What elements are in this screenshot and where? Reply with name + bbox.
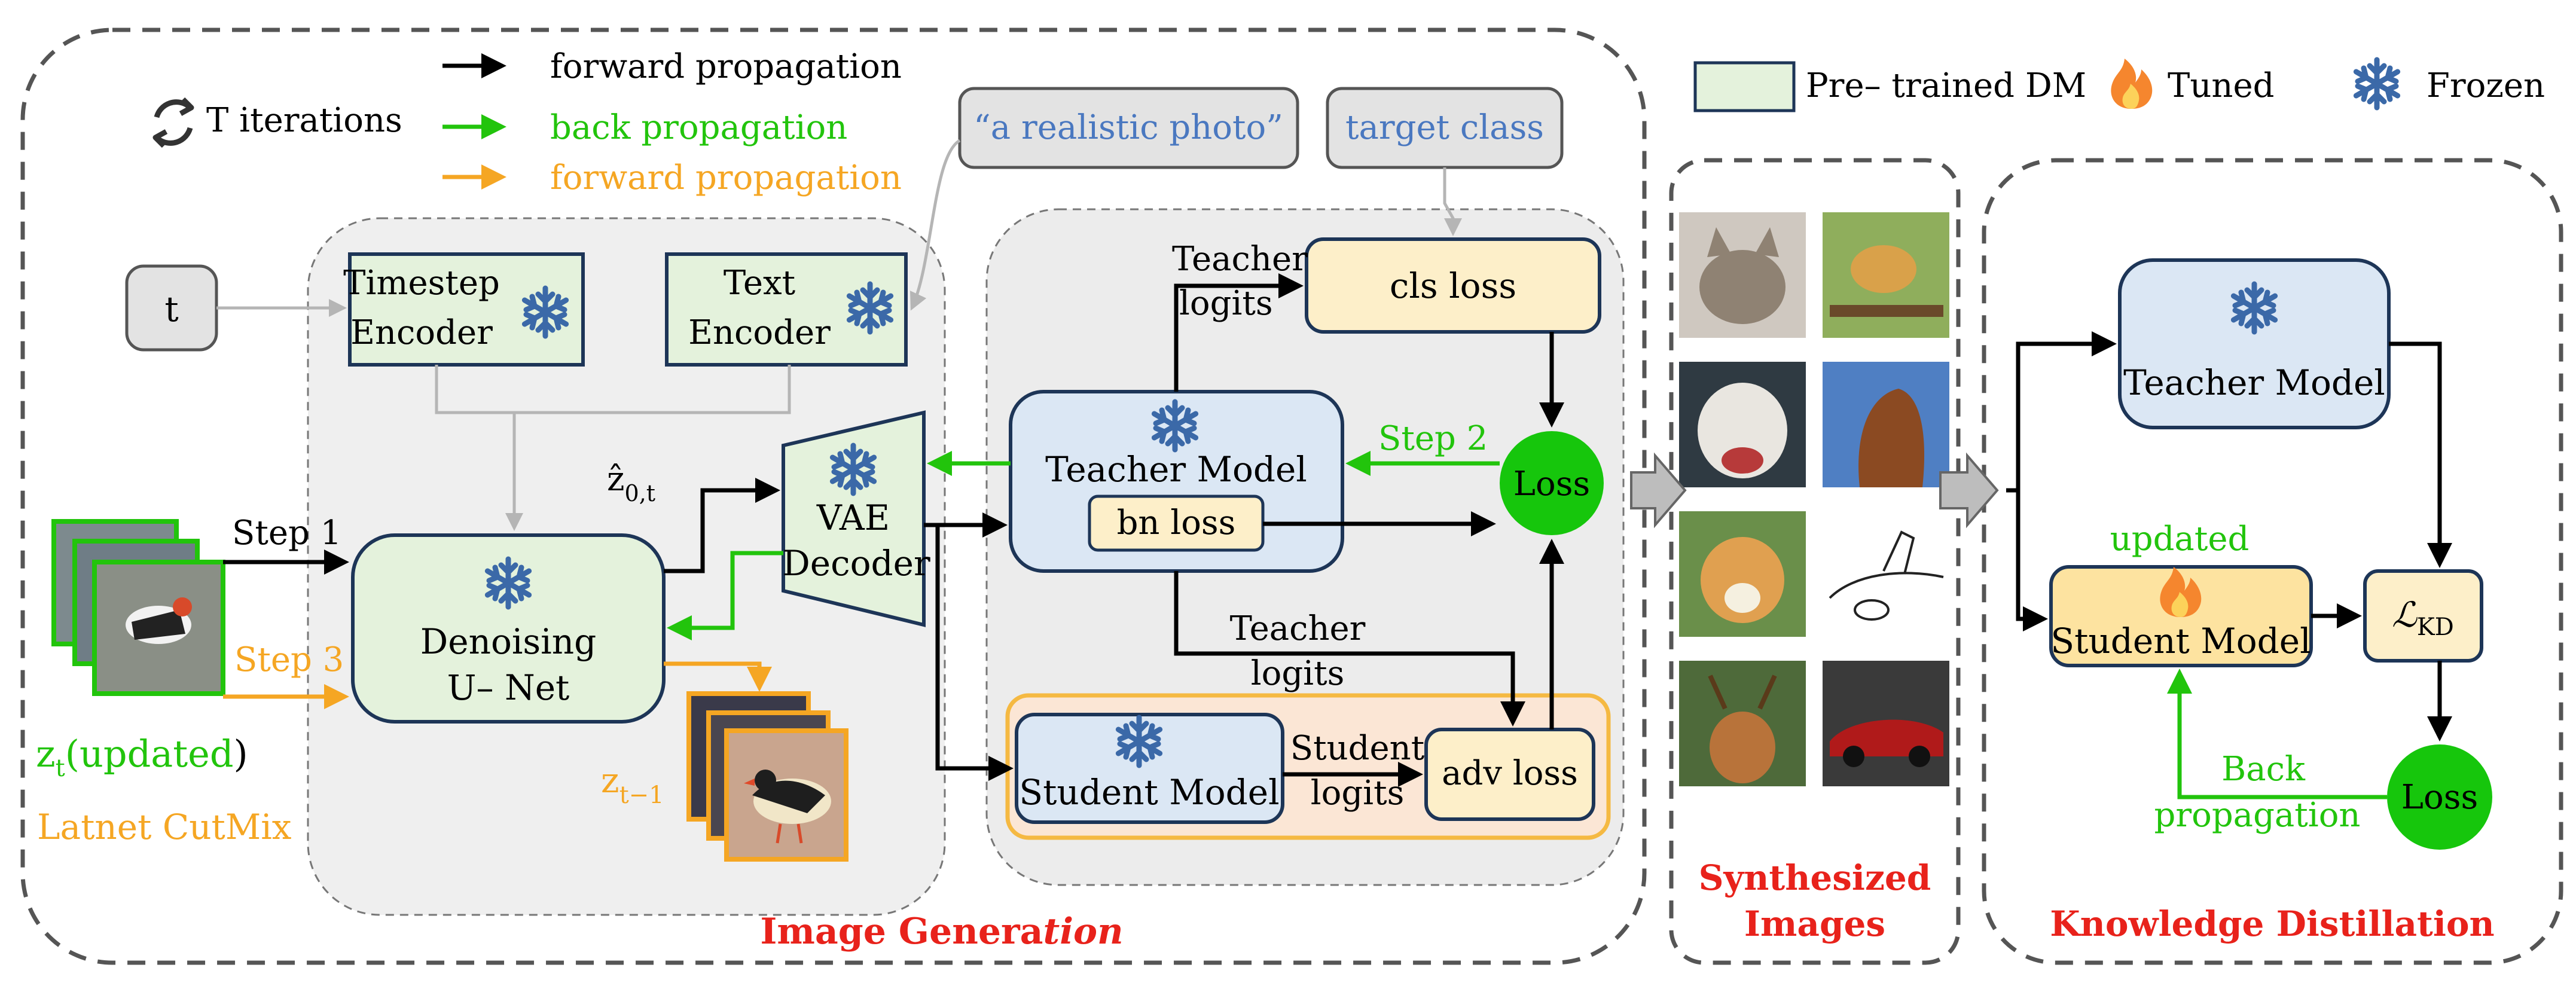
zt-image-stack <box>51 519 225 696</box>
student-logits-line1: Student <box>1290 729 1425 768</box>
loss-node-kd <box>2387 744 2492 850</box>
teacher-logits-mid-line2: logits <box>1251 654 1345 693</box>
tuned-fire-icon <box>2111 59 2153 109</box>
legend-back-green-label: back propagation <box>550 108 847 147</box>
zt-minus-1-image-stack <box>686 691 849 862</box>
text-encoder-line1: Text <box>724 264 796 303</box>
latent-cutmix-label: Latnet CutMix <box>37 807 292 847</box>
synthesized-title-line1: Synthesized <box>1699 857 1931 898</box>
knowledge-distillation-title: Knowledge Distillation <box>2050 904 2494 944</box>
updated-label: updated <box>2110 520 2250 558</box>
step1-label: Step 1 <box>232 514 341 553</box>
student-logits-line2: logits <box>1311 774 1405 813</box>
loss-node-gen <box>1500 431 1604 535</box>
text-encoder-line2: Encoder <box>688 313 831 352</box>
kd-loss-box <box>2363 569 2483 663</box>
realistic-photo-prompt-box <box>958 87 1299 169</box>
timestep-encoder-line1: Timestep <box>343 264 500 303</box>
timestep-t-label: t <box>164 289 178 329</box>
back-propagation-line1: Back <box>2221 750 2306 789</box>
kd-loss-label: ℒKD <box>2392 594 2454 641</box>
student-model-kd-label: Student Model <box>2050 621 2311 661</box>
z-hat-label: ẑ0,t <box>607 460 655 506</box>
frozen-snowflake-icon <box>2356 60 2397 108</box>
synthesized-title-line2: Images <box>1744 904 1885 944</box>
back-propagation-line2: propagation <box>2154 796 2361 835</box>
step3-label: Step 3 <box>234 640 344 679</box>
vae-decoder <box>782 410 926 627</box>
vae-decoder-line2: Decoder <box>782 543 930 584</box>
legend-forward-orange-label: forward propagation <box>550 158 902 197</box>
vae-decoder-line1: VAE <box>816 497 890 538</box>
cls-loss-box <box>1305 237 1601 334</box>
teacher-model-gen-label: Teacher Model <box>1045 449 1307 490</box>
loss-node-kd-label: Loss <box>2401 778 2478 817</box>
zt-updated-label: zt(updated) <box>36 732 248 782</box>
flow-arrow-to-synth <box>1630 452 1687 529</box>
pretrained-dm-swatch <box>1693 61 1796 112</box>
flow-arrow-to-kd <box>1939 452 1999 529</box>
synthesized-images-panel <box>1669 158 1961 965</box>
denoising-unet <box>351 533 666 724</box>
image-generation-title: Image Generation <box>760 911 1123 953</box>
synthesized-image-grid <box>1679 212 1949 786</box>
realistic-photo-prompt: “a realistic photo” <box>973 108 1283 147</box>
teacher-logits-top-line2: logits <box>1179 284 1273 323</box>
bn-loss-label: bn loss <box>1117 503 1236 542</box>
teacher-logits-top-line1: Teacher <box>1172 240 1308 279</box>
teacher-model-kd-label: Teacher Model <box>2123 362 2385 403</box>
timestep-encoder-line2: Encoder <box>350 313 493 352</box>
unet-line1: Denoising <box>420 621 596 662</box>
unet-line2: U– Net <box>447 667 570 708</box>
student-model-gen-label: Student Model <box>1019 772 1279 813</box>
pretrained-dm-label: Pre– trained DM <box>1806 66 2086 105</box>
teacher-logits-mid-line1: Teacher <box>1230 609 1366 648</box>
knowledge-distillation-panel <box>1982 158 2563 965</box>
iterations-label: T iterations <box>206 101 402 140</box>
target-class-label: target class <box>1345 108 1544 147</box>
legend: T iterations forward propagation back pr… <box>152 47 2545 197</box>
step2-label: Step 2 <box>1378 419 1488 458</box>
loss-node-gen-label: Loss <box>1513 465 1590 503</box>
frozen-label: Frozen <box>2427 66 2545 105</box>
cls-loss-label: cls loss <box>1390 265 1516 306</box>
student-model-gen <box>1015 713 1284 824</box>
connectors <box>216 139 2452 799</box>
adv-loss-box <box>1424 728 1595 821</box>
adv-loss-label: adv loss <box>1442 754 1578 793</box>
legend-forward-black-label: forward propagation <box>550 47 902 86</box>
iterations-icon <box>152 97 194 148</box>
zt-minus-1-label: zt−1 <box>601 760 664 809</box>
tuned-label: Tuned <box>2168 66 2274 105</box>
